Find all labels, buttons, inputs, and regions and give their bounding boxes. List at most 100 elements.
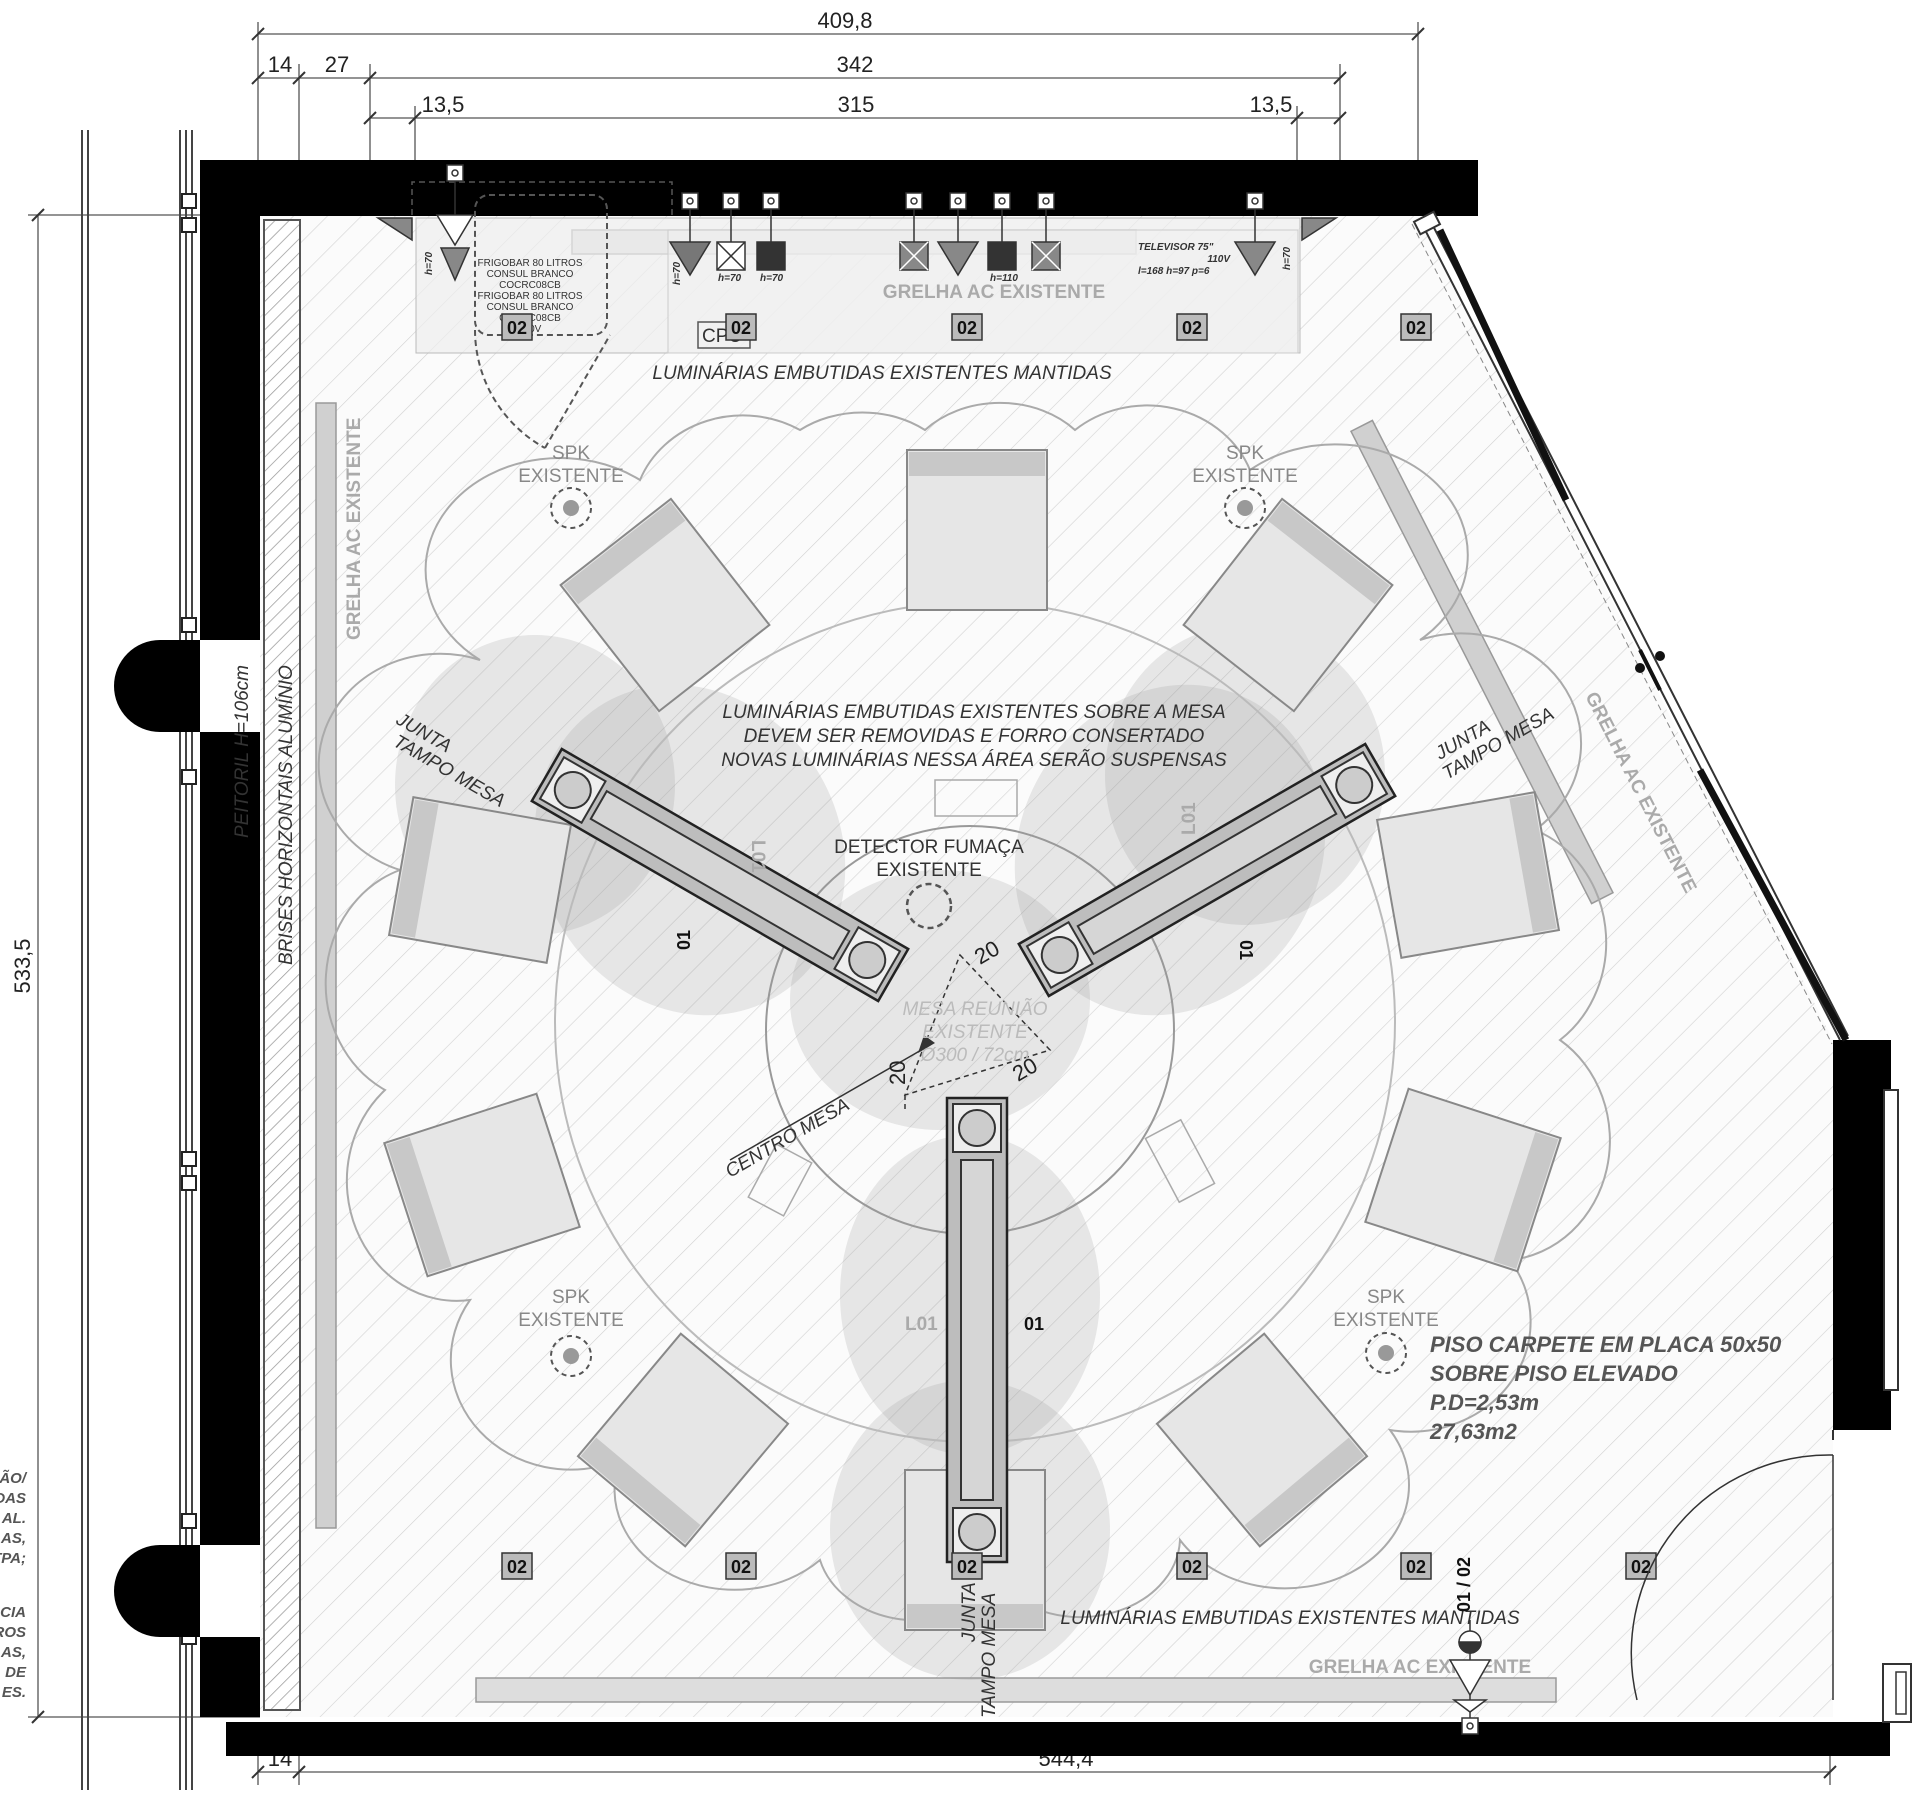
frigobar <box>474 194 608 336</box>
tampo-bottom: TAMPO MESA <box>979 1593 1000 1718</box>
tag-L01-bottom: L01 <box>905 1314 938 1335</box>
chairs <box>383 449 1562 1631</box>
wall-left-mid <box>200 732 260 1545</box>
tv-label-1: TELEVISOR 75" <box>1138 242 1214 253</box>
tag-02-top-1: 02 <box>507 318 527 338</box>
tag-01-left: 01 <box>674 930 694 950</box>
dim-inner-left: 13,5 <box>422 92 465 117</box>
tag-L01-left: L01 <box>747 840 768 873</box>
grelha-left-label: GRELHA AC EXISTENTE <box>344 418 365 640</box>
dim-top-left-b: 27 <box>325 52 349 77</box>
frigobar-label-4: FRIGOBAR 80 LITROS <box>477 291 582 302</box>
frigobar-label-2: CONSUL BRANCO <box>487 269 574 280</box>
piso-label-4: 27,63m2 <box>1429 1419 1518 1444</box>
h70-label-2: h=70 <box>672 261 683 285</box>
tag-02-top-5: 02 <box>1406 318 1426 338</box>
angle-20-b: 20 <box>885 1061 910 1085</box>
tag-02-bot-4: 02 <box>1182 1557 1202 1577</box>
grelha-bottom <box>475 1677 1557 1703</box>
spk-2-existente: EXISTENTE <box>1192 466 1298 487</box>
grelha-top-label: GRELHA AC EXISTENTE <box>883 282 1105 303</box>
tag-02-top-4: 02 <box>1182 318 1202 338</box>
side-note-3: AS, <box>0 1530 26 1547</box>
side-note-6: ROS <box>0 1624 26 1641</box>
spk-4-label: SPK <box>1367 1287 1405 1308</box>
mesa-label-1: MESA REUNIÃO <box>903 998 1048 1020</box>
column-upper <box>114 640 200 732</box>
side-note-5: CIA <box>0 1604 26 1621</box>
side-notes: ÃO/ DAS AL. AS, TPA; CIA ROS AS, DE ES. <box>0 1469 28 1701</box>
dim-inner-mid: 315 <box>838 92 875 117</box>
mesa-label-2: EXISTENTE <box>922 1022 1028 1043</box>
side-note-2: AL. <box>1 1510 26 1527</box>
tag-02-bot-3: 02 <box>957 1557 977 1577</box>
tag-01-bottom: 01 <box>1024 1314 1044 1334</box>
mesa-note-1: LUMINÁRIAS EMBUTIDAS EXISTENTES SOBRE A … <box>722 702 1225 723</box>
dimension-lines <box>28 22 1831 1785</box>
brises-label: BRISES HORIZONTAIS ALUMÍNIO <box>276 665 297 965</box>
wall-top <box>200 160 1478 216</box>
side-note-8: DE <box>5 1664 27 1681</box>
door <box>1630 1454 1912 1723</box>
h70-label-4: h=70 <box>760 273 784 284</box>
switch-icon <box>1448 1620 1492 1735</box>
dim-left-height: 533,5 <box>10 938 35 993</box>
detector-label-2: EXISTENTE <box>876 860 982 881</box>
piso-label-3: P.D=2,53m <box>1430 1390 1539 1415</box>
junta-bottom: JUNTA <box>959 1582 980 1643</box>
tag-02-top-3: 02 <box>957 318 977 338</box>
wall-left-lower <box>200 1637 260 1717</box>
h70-label-5: h=70 <box>1282 246 1293 270</box>
side-note-7: AS, <box>0 1644 26 1661</box>
piso-label-1: PISO CARPETE EM PLACA 50x50 <box>1430 1332 1782 1357</box>
side-note-9: ES. <box>2 1684 26 1701</box>
spk-4-existente: EXISTENTE <box>1333 1310 1439 1331</box>
tag-02-bot-2: 02 <box>731 1557 751 1577</box>
spk-icons <box>550 487 1407 1377</box>
tag-01-right: 01 <box>1236 940 1256 960</box>
frigobar-door-swing <box>474 329 546 449</box>
tag-02-top-2: 02 <box>731 318 751 338</box>
piso-label-2: SOBRE PISO ELEVADO <box>1430 1361 1678 1386</box>
peitoril-label: PEITORIL H=106cm <box>232 665 253 838</box>
mesa-note-3: NOVAS LUMINÁRIAS NESSA ÁREA SERÃO SUSPEN… <box>721 749 1227 771</box>
dim-inner-right: 13,5 <box>1250 92 1293 117</box>
tv-label-2: 110V <box>1207 254 1231 265</box>
smoke-detector-icon <box>905 882 953 930</box>
luminarias-bottom-label: LUMINÁRIAS EMBUTIDAS EXISTENTES MANTIDAS <box>1060 1608 1520 1629</box>
mesa-note-2: DEVEM SER REMOVIDAS E FORRO CONSERTADO <box>744 726 1205 747</box>
tag-01-02: 01 / 02 <box>1454 1557 1474 1612</box>
wall-right <box>1833 1040 1891 1430</box>
frigobar-label-3: COCRC08CB <box>499 280 561 291</box>
side-note-4: TPA; <box>0 1550 26 1567</box>
spk-3-existente: EXISTENTE <box>518 1310 624 1331</box>
h70-label-3: h=70 <box>718 273 742 284</box>
grelha-bottom-label: GRELHA AC EXISTENTE <box>1309 1657 1531 1678</box>
luminarias-top-label: LUMINÁRIAS EMBUTIDAS EXISTENTES MANTIDAS <box>652 363 1112 384</box>
side-note-0: ÃO/ <box>0 1469 28 1487</box>
tag-02-bot-5: 02 <box>1406 1557 1426 1577</box>
dim-top-mid: 342 <box>837 52 874 77</box>
bracket-right <box>1301 217 1339 242</box>
spk-1-existente: EXISTENTE <box>518 466 624 487</box>
dimension-ticks <box>31 27 1837 1779</box>
center-mark <box>903 953 1052 1110</box>
detector-label-1: DETECTOR FUMAÇA <box>834 837 1024 858</box>
brises-panel <box>263 219 301 1711</box>
tag-02-bot-6: 02 <box>1631 1557 1651 1577</box>
facade-mullions <box>81 130 193 1790</box>
diagonal-wall <box>1411 210 1850 1045</box>
frigobar-label-5: CONSUL BRANCO <box>487 302 574 313</box>
tag-02-boxes <box>501 313 1657 1580</box>
wall-bottom <box>226 1722 1890 1756</box>
facade-clips <box>181 193 197 1645</box>
tag-02-bot-1: 02 <box>507 1557 527 1577</box>
tv-label-3: l=168 h=97 p=6 <box>1138 266 1210 277</box>
spk-3-label: SPK <box>552 1287 590 1308</box>
mesa-label-3: Ø300 / 72cm <box>920 1045 1030 1066</box>
spk-1-label: SPK <box>552 443 590 464</box>
dim-top-total: 409,8 <box>817 8 872 33</box>
outlet-symbols <box>435 164 1277 282</box>
side-note-1: DAS <box>0 1490 26 1507</box>
